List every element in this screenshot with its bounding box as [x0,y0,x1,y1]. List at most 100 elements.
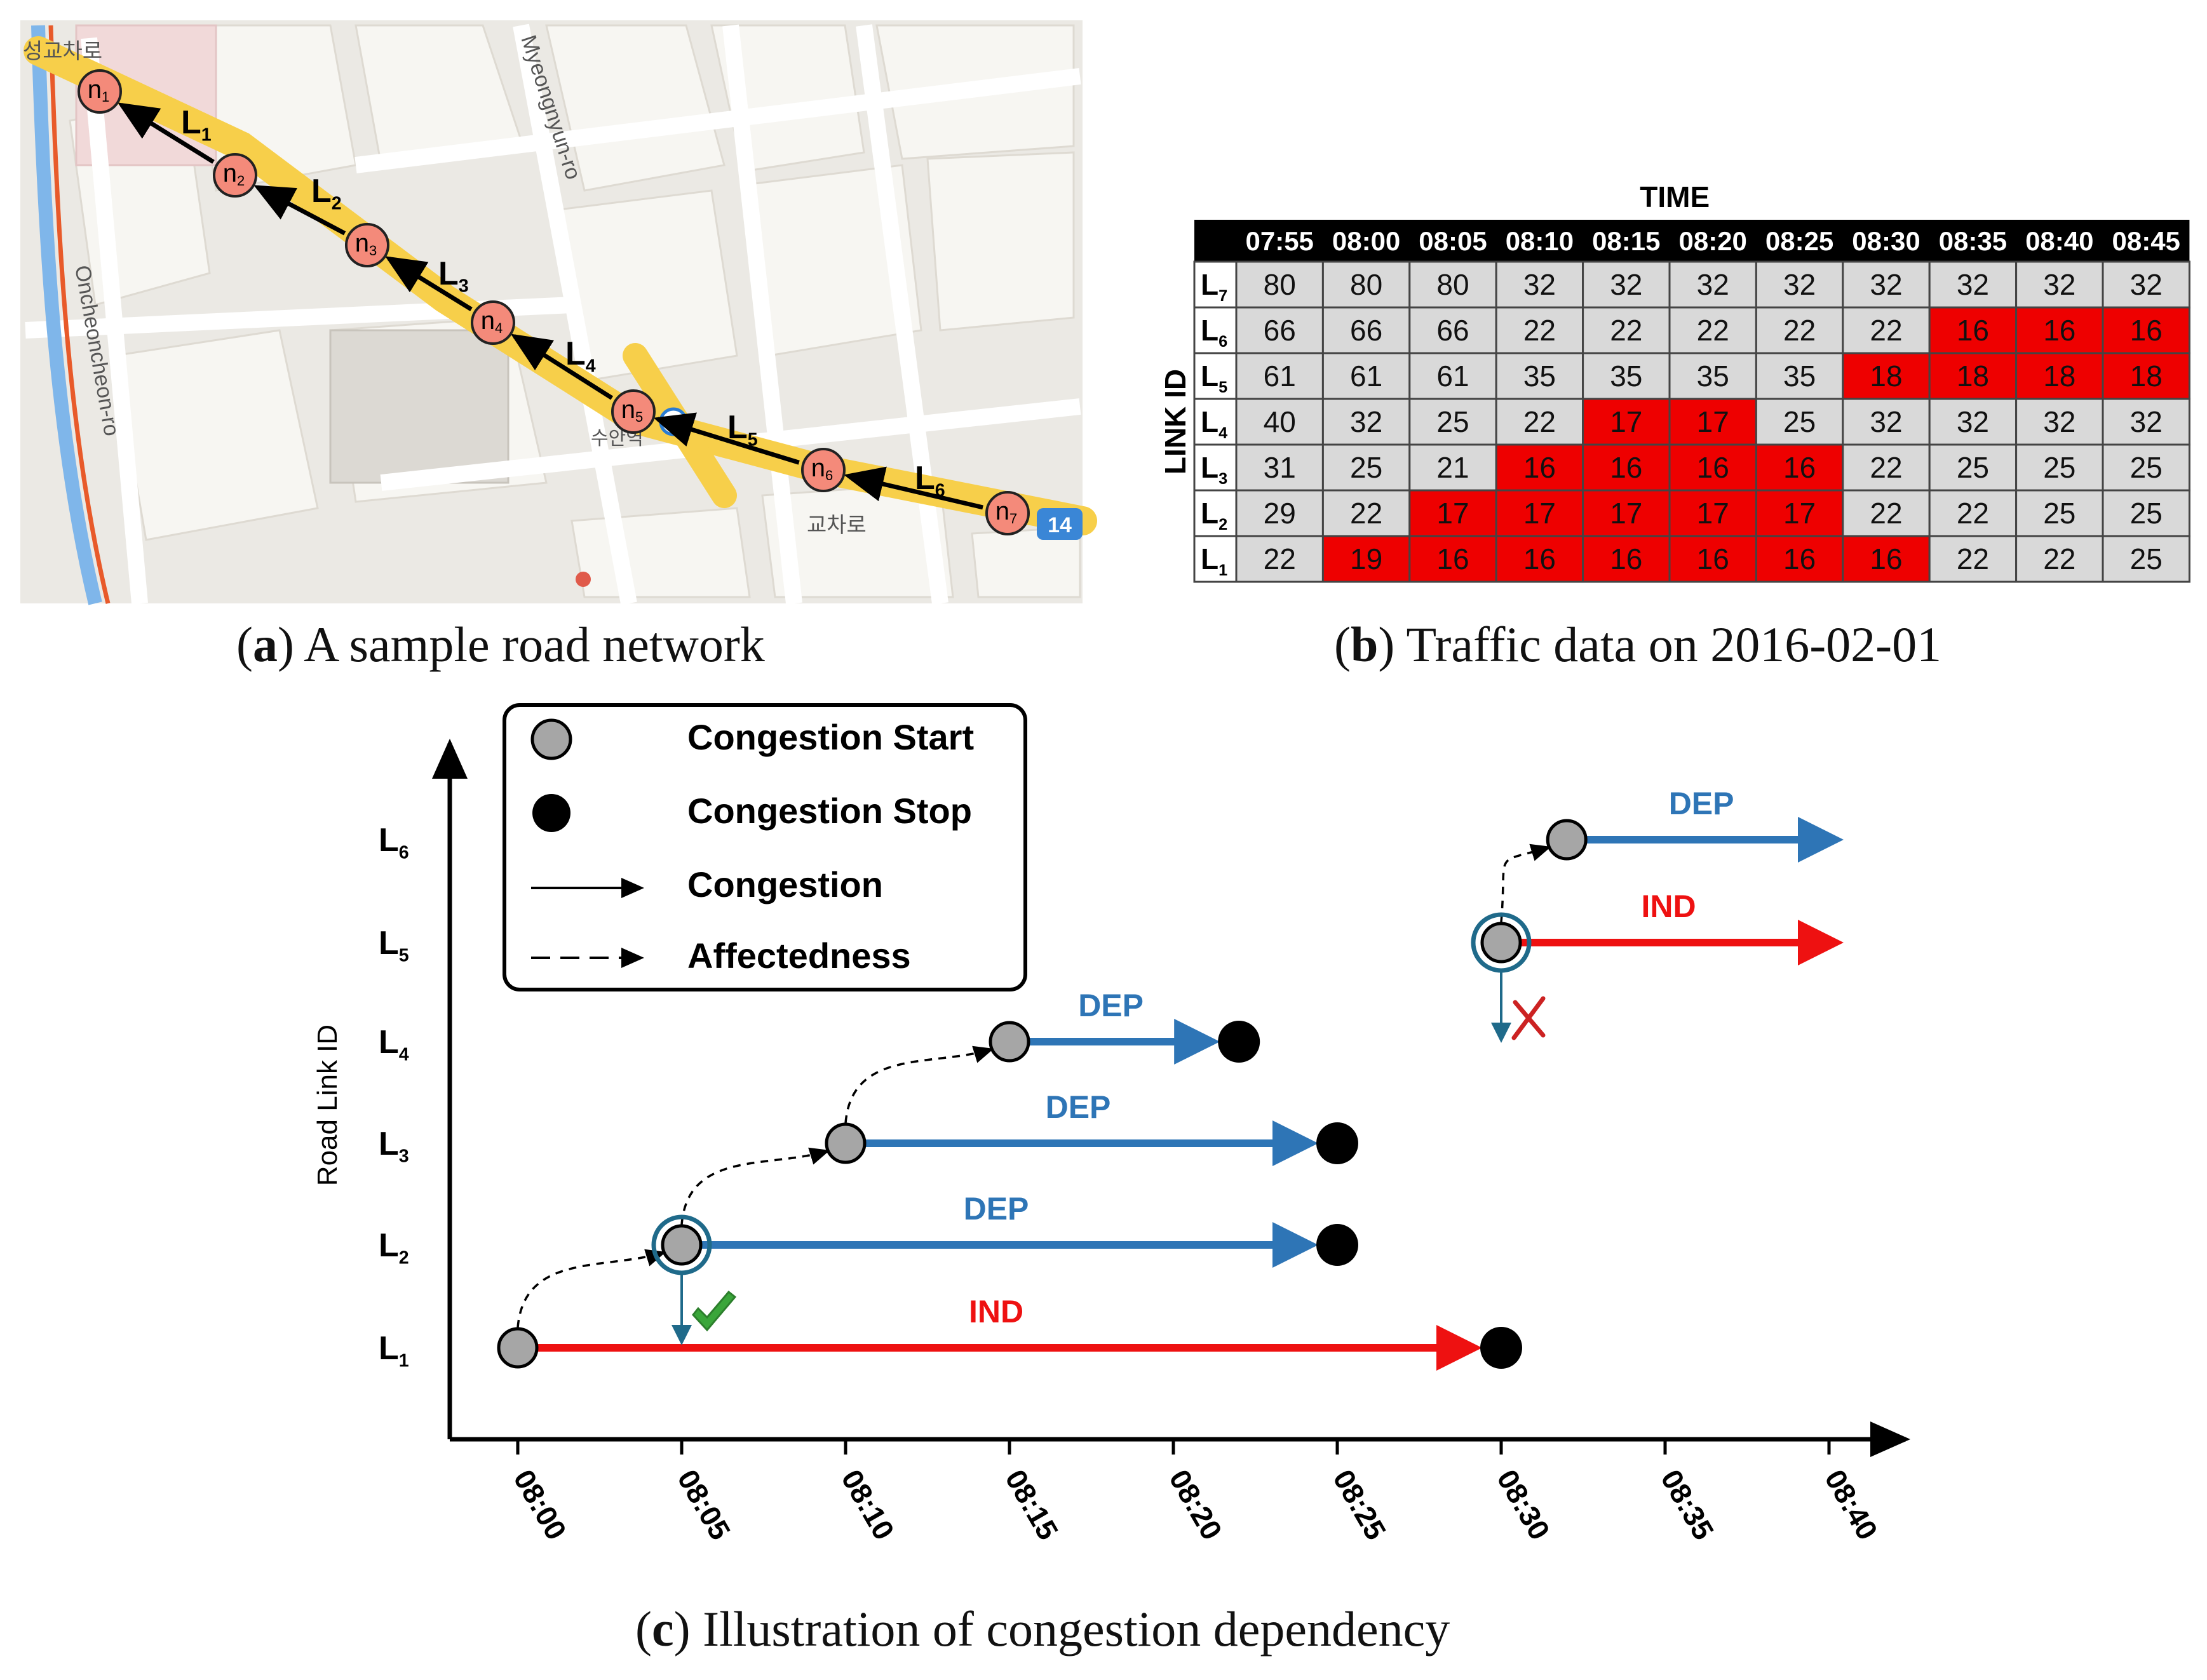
link-id-label-main: L [1201,314,1218,347]
ind-label: IND [969,1294,1023,1329]
link-id-label-sub: 3 [1218,470,1227,488]
legend-box [503,703,1027,991]
node-label-main: n [223,159,237,187]
y-tick-label: L4 [379,1024,409,1065]
cell-value: 16 [1957,314,1989,347]
cell-value: 16 [1870,542,1902,575]
cell-value: 32 [1523,268,1556,301]
cell-value: 25 [2130,497,2163,530]
y-tick-label-sub: 3 [399,1146,409,1166]
street-label: 성교차로 [23,39,102,64]
x-tick-label: 08:05 [671,1464,737,1545]
time-header: 08:00 [1332,226,1400,256]
cross-icon [1511,996,1546,1040]
affectedness-curve [1500,843,1551,923]
y-tick-label-main: L [379,925,399,962]
cell-value: 19 [1350,542,1382,575]
link-id-label-main: L [1201,360,1218,393]
cell-value: 25 [2130,451,2163,484]
cell-value: 22 [1523,405,1556,438]
link-id-label-sub: 1 [1218,561,1227,579]
node-label: n1 [88,76,110,105]
node-label-sub: 3 [369,243,377,259]
time-header: 08:15 [1592,226,1660,256]
link-arrow [118,102,215,164]
cell-value: 29 [1264,497,1296,530]
link-label-sub: 4 [586,356,596,376]
table-cell [2102,352,2190,400]
y-tick-label-main: L [379,822,399,859]
cell-value: 32 [1697,268,1729,301]
cell-value: 22 [1523,314,1556,347]
cell-value: 16 [1697,451,1729,484]
congestion-stop-marker [1316,1122,1358,1164]
node-label-main: n [621,396,635,424]
link-label-main: L [181,104,201,141]
congestion-start-marker [497,1327,539,1369]
y-tick-label-main: L [379,1126,399,1162]
link-id-label-main: L [1201,542,1218,575]
legend-label: Congestion Stop [687,791,972,831]
cell-value: 17 [1697,405,1729,438]
cell-value: 32 [1957,268,1989,301]
link-label-main: L [565,335,586,372]
link-id-axis-label: LINK ID [1159,369,1192,474]
x-tick-label: 08:40 [1818,1464,1884,1545]
congestion-stop-marker [1218,1021,1260,1063]
cell-value: 35 [1610,360,1642,393]
map-streets [25,24,1081,605]
x-tick-label: 08:10 [835,1464,901,1545]
table-cell [1668,535,1757,583]
cell-value: 18 [2130,360,2163,393]
node-n4 [471,300,515,345]
congestion-start-marker [825,1122,867,1164]
node-label-sub: 1 [102,89,109,105]
node-label-sub: 6 [825,467,833,483]
table-cell [1495,443,1584,492]
poi-icon [576,572,591,587]
legend-label: Congestion [687,864,883,904]
x-tick-label: 08:35 [1654,1464,1720,1545]
cell-value: 32 [2043,268,2075,301]
time-label: TIME [1640,180,1710,213]
cell-value: 25 [2043,497,2075,530]
y-tick-label-main: L [379,1330,399,1367]
map-red-road [48,25,111,604]
cell-value: 18 [2043,360,2075,393]
link-label-sub: 5 [748,429,758,450]
stream [31,25,102,605]
dep-label: DEP [1046,1089,1111,1125]
table-cell [1668,443,1757,492]
cell-value: 66 [1264,314,1296,347]
dep-label: DEP [964,1191,1029,1226]
cell-value: 16 [1436,542,1469,575]
table-header-bg [1194,220,2190,262]
cell-value: 31 [1264,451,1296,484]
cell-value: 16 [2043,314,2075,347]
x-tick-label: 08:25 [1326,1464,1393,1545]
node-n6 [801,448,846,492]
cell-value: 32 [2130,268,2163,301]
time-header: 08:05 [1419,226,1487,256]
cell-value: 32 [1870,268,1902,301]
node-n1 [78,69,122,114]
link-label-main: L [311,173,332,210]
cell-value: 16 [1610,451,1642,484]
cell-value: 17 [1610,405,1642,438]
link-id-label-sub: 2 [1218,516,1227,534]
link-label: L6 [915,460,945,501]
node-n2 [213,153,257,198]
link-id-label-main: L [1201,405,1218,438]
cell-value: 80 [1436,268,1469,301]
cell-value: 17 [1436,497,1469,530]
cell-value: 22 [1870,451,1902,484]
node-n3 [345,223,389,267]
cell-value: 40 [1264,405,1296,438]
cell-value: 22 [1783,314,1816,347]
cell-value: 17 [1697,497,1729,530]
link-arrow [653,412,800,465]
